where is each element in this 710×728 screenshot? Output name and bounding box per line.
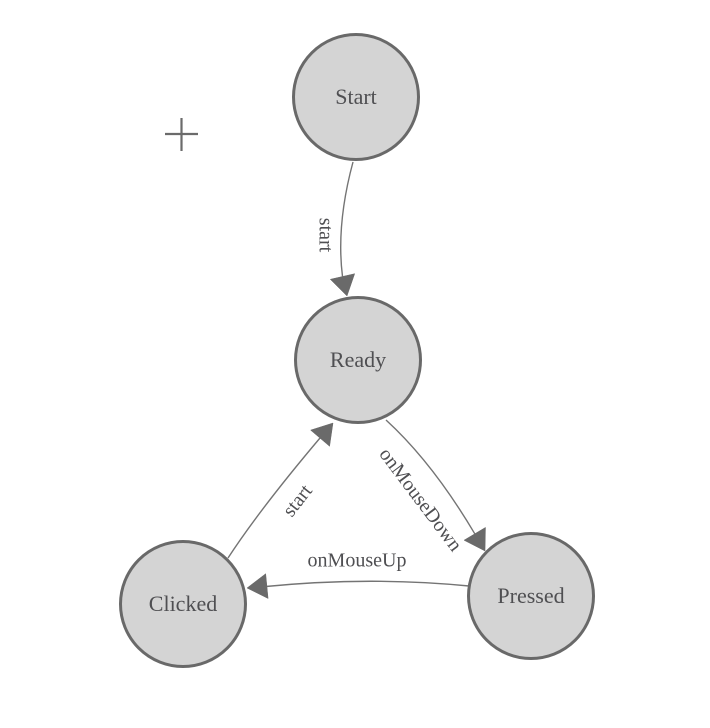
edge-clicked-to-ready-arrowhead bbox=[310, 422, 334, 447]
edge-start-to-ready-line[interactable] bbox=[340, 161, 354, 277]
edge-ready-to-pressed-arrowhead bbox=[463, 526, 486, 552]
edge-pressed-to-clicked[interactable] bbox=[246, 573, 470, 599]
edge-label-pressed-to-clicked: onMouseUp bbox=[307, 549, 407, 572]
edge-label-start-to-ready: start bbox=[314, 217, 337, 253]
node-pressed-label: Pressed bbox=[497, 583, 565, 608]
edge-start-to-ready-arrowhead bbox=[329, 273, 356, 297]
node-clicked[interactable]: Clicked bbox=[119, 540, 247, 668]
node-ready[interactable]: Ready bbox=[294, 296, 422, 424]
edge-clicked-to-ready-line[interactable] bbox=[227, 437, 321, 559]
edge-clicked-to-ready[interactable] bbox=[227, 422, 334, 559]
edge-ready-to-pressed[interactable] bbox=[385, 419, 486, 552]
node-ready-label: Ready bbox=[329, 347, 387, 372]
edge-pressed-to-clicked-arrowhead bbox=[246, 573, 269, 599]
crosshair-plus-icon bbox=[165, 118, 198, 151]
node-start-label: Start bbox=[335, 84, 377, 109]
edge-pressed-to-clicked-line[interactable] bbox=[259, 580, 470, 588]
edge-start-to-ready[interactable] bbox=[329, 161, 356, 297]
node-start[interactable]: Start bbox=[292, 33, 420, 161]
node-pressed[interactable]: Pressed bbox=[467, 532, 595, 660]
node-clicked-label: Clicked bbox=[148, 591, 218, 616]
edge-ready-to-pressed-line[interactable] bbox=[385, 419, 476, 535]
